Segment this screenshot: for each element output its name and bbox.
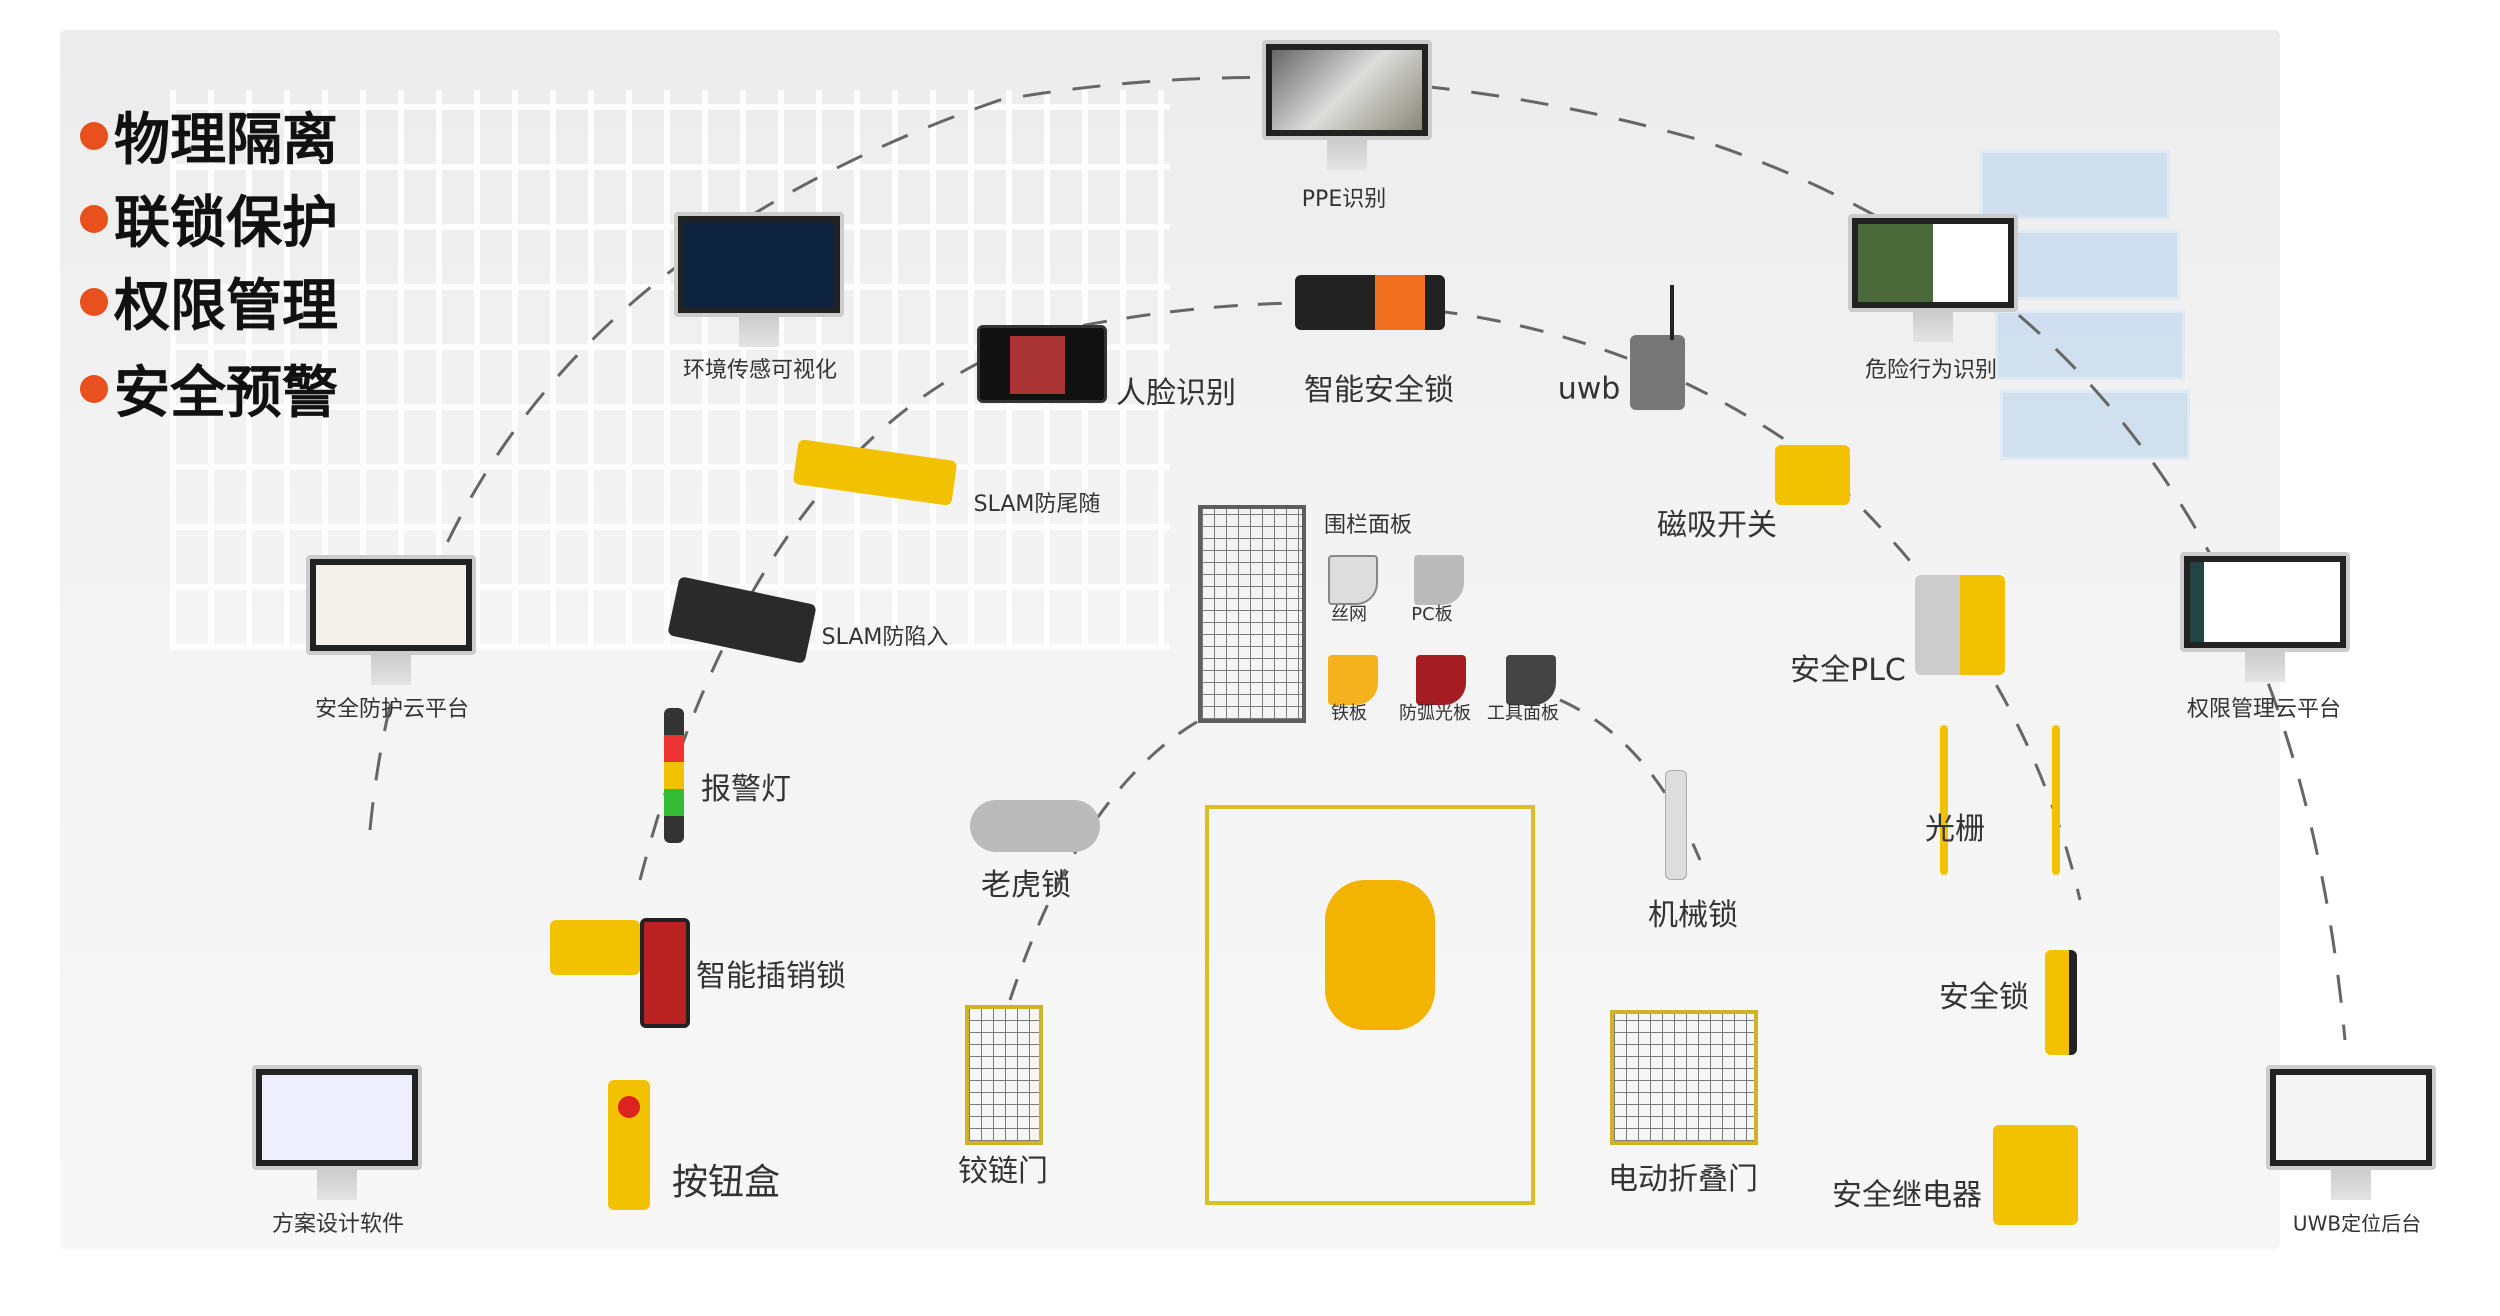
label-mech-lock: 机械锁 bbox=[1648, 898, 1738, 933]
arc-swatch bbox=[1416, 655, 1466, 705]
button-box bbox=[608, 1080, 650, 1210]
label-design-sw: 方案设计软件 bbox=[271, 1212, 405, 1237]
smart-pin-lock bbox=[550, 920, 640, 975]
label-tool: 工具面板 bbox=[1487, 703, 1559, 724]
pc-swatch bbox=[1414, 555, 1464, 605]
uwb-device bbox=[1630, 335, 1685, 410]
mech-lock bbox=[1665, 770, 1687, 880]
smart-safety-lock bbox=[1295, 275, 1445, 330]
bullet-dot-icon bbox=[80, 121, 108, 150]
label-folding-door: 电动折叠门 bbox=[1608, 1162, 1758, 1197]
bullet-item: 权限管理 bbox=[80, 261, 338, 342]
bullet-dot-icon bbox=[80, 287, 108, 316]
label-fence-panel: 围栏面板 bbox=[1323, 513, 1413, 538]
auth-cloud-monitor bbox=[2180, 552, 2350, 682]
label-uwb: uwb bbox=[1557, 371, 1621, 407]
bullet-text: 物理隔离 bbox=[114, 108, 338, 173]
magnet-switch bbox=[1775, 445, 1850, 505]
cloud-safety-monitor bbox=[306, 555, 476, 685]
light-grating bbox=[2052, 725, 2060, 875]
hinge-door bbox=[965, 1005, 1043, 1145]
smart-pin-lock-body bbox=[640, 918, 690, 1028]
safety-plc bbox=[1915, 575, 2005, 675]
label-plc: 安全PLC bbox=[1790, 653, 1906, 688]
label-safety-lock: 安全锁 bbox=[1939, 980, 2029, 1015]
blue-shelf bbox=[1990, 230, 2180, 300]
label-button-box: 按钮盒 bbox=[671, 1162, 781, 1203]
bullet-item: 物理隔离 bbox=[80, 95, 338, 176]
fence-panel-large bbox=[1198, 505, 1306, 723]
label-cloud-safety: 安全防护云平台 bbox=[314, 697, 470, 722]
folding-door bbox=[1610, 1010, 1758, 1145]
label-arc: 防弧光板 bbox=[1399, 703, 1471, 724]
safety-relay bbox=[1993, 1125, 2078, 1225]
label-slam-tail: SLAM防尾随 bbox=[973, 492, 1101, 517]
label-iron: 铁板 bbox=[1331, 703, 1367, 724]
tiger-lock bbox=[970, 800, 1100, 852]
face-terminal bbox=[977, 325, 1107, 403]
antenna-icon bbox=[1670, 285, 1674, 340]
inner-arc bbox=[1008, 698, 1702, 1001]
blue-shelf bbox=[2000, 390, 2190, 460]
danger-monitor bbox=[1848, 214, 2018, 342]
label-danger: 危险行为识别 bbox=[1864, 358, 1998, 383]
alarm-light bbox=[664, 708, 684, 843]
robot-arm bbox=[1325, 880, 1435, 1030]
label-ppe: PPE识别 bbox=[1301, 187, 1387, 212]
uwb-backend-monitor bbox=[2266, 1065, 2436, 1200]
label-hinge-door: 铰链门 bbox=[958, 1154, 1048, 1189]
bullet-item: 联锁保护 bbox=[80, 178, 338, 259]
robot-cell-fence bbox=[1205, 805, 1535, 1205]
label-pc: PC板 bbox=[1411, 604, 1453, 625]
bullet-text: 联锁保护 bbox=[114, 191, 338, 256]
ppe-monitor bbox=[1262, 40, 1432, 170]
iron-swatch bbox=[1328, 655, 1378, 705]
wire-mesh-swatch bbox=[1328, 555, 1378, 605]
safety-lock-device bbox=[2045, 950, 2077, 1055]
label-auth-cloud: 权限管理云平台 bbox=[2186, 697, 2342, 722]
label-grating: 光栅 bbox=[1925, 812, 1985, 847]
label-tiger-lock: 老虎锁 bbox=[981, 868, 1071, 903]
blue-shelf bbox=[1980, 150, 2170, 220]
bullet-dot-icon bbox=[80, 374, 108, 403]
label-wire: 丝网 bbox=[1331, 604, 1367, 625]
label-magnet: 磁吸开关 bbox=[1657, 508, 1777, 543]
label-uwb-backend: UWB定位后台 bbox=[2292, 1211, 2422, 1236]
label-pin-lock: 智能插销锁 bbox=[696, 959, 846, 994]
bullet-text: 权限管理 bbox=[114, 274, 338, 339]
label-alarm: 报警灯 bbox=[701, 772, 791, 807]
label-env: 环境传感可视化 bbox=[682, 358, 838, 383]
bullet-dot-icon bbox=[80, 204, 108, 233]
label-relay: 安全继电器 bbox=[1832, 1178, 1982, 1213]
bullet-item: 安全预警 bbox=[80, 348, 338, 429]
tool-swatch bbox=[1506, 655, 1556, 705]
light-grating bbox=[1940, 725, 1948, 875]
label-smart-lock: 智能安全锁 bbox=[1304, 373, 1454, 408]
env-monitor bbox=[674, 212, 844, 347]
label-face: 人脸识别 bbox=[1116, 376, 1236, 411]
label-slam-trap: SLAM防陷入 bbox=[821, 625, 949, 650]
bullet-text: 安全预警 bbox=[114, 361, 338, 426]
design-monitor bbox=[252, 1065, 422, 1200]
